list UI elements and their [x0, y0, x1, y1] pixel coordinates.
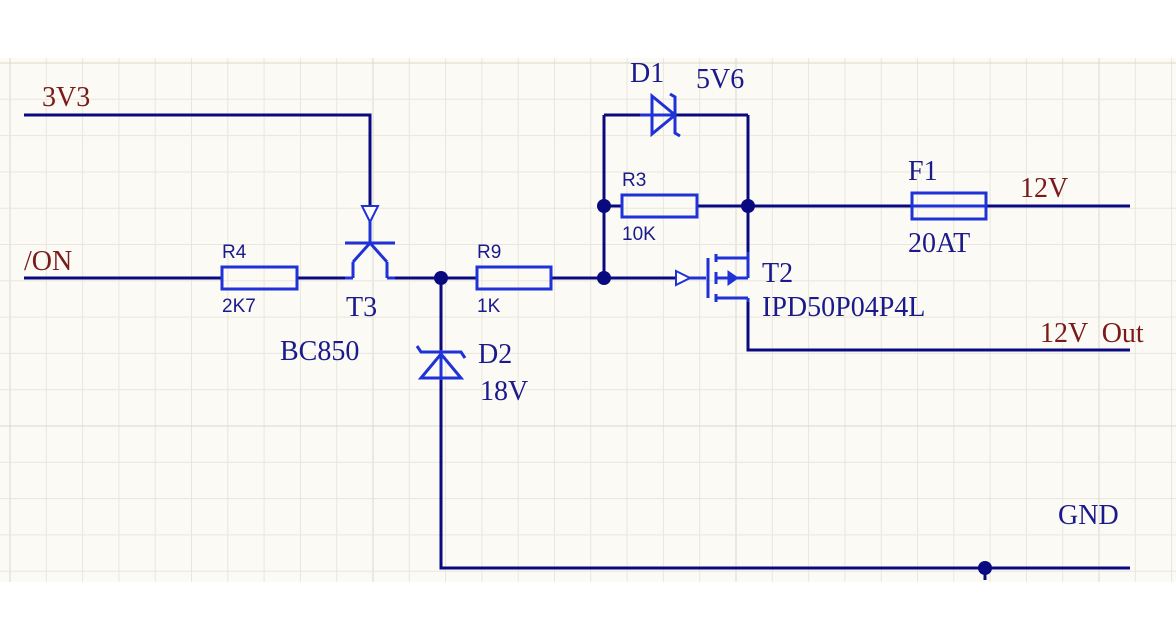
value-r3: 10K	[622, 224, 656, 245]
junctions	[434, 199, 992, 575]
value-f1: 20AT	[908, 228, 970, 259]
transistor-t3	[345, 205, 395, 280]
junction	[741, 199, 755, 213]
designator-t2: T2	[762, 258, 793, 289]
designator-f1: F1	[908, 156, 938, 187]
value-d1: 5V6	[696, 64, 744, 95]
designator-r4: R4	[222, 242, 247, 263]
value-t3: BC850	[280, 336, 359, 367]
designator-r3: R3	[622, 170, 646, 191]
junction	[597, 271, 611, 285]
net-label-3v3: 3V3	[42, 82, 90, 113]
net-label-on: /ON	[24, 246, 72, 277]
sheet-background	[0, 58, 1176, 582]
designator-t3: T3	[346, 292, 377, 323]
resistor-r4	[220, 265, 299, 291]
grid	[0, 58, 1176, 582]
value-r4: 2K7	[222, 296, 256, 317]
net-label-gnd: GND	[1058, 500, 1119, 531]
value-t2: IPD50P04P4L	[762, 292, 925, 323]
value-r9: 1K	[477, 296, 501, 317]
resistor-r9	[475, 265, 553, 291]
designator-d2: D2	[478, 339, 512, 370]
wire-d2-gnd	[439, 380, 1130, 570]
net-label-12v: 12V	[1020, 173, 1068, 204]
designator-d1: D1	[630, 58, 664, 89]
mosfet-t2	[675, 252, 750, 302]
designator-r9: R9	[477, 242, 501, 263]
wire-12v-out	[746, 302, 1130, 352]
zener-d1	[640, 92, 681, 138]
net-label-12v-out: 12V Out	[1040, 318, 1144, 349]
resistor-r3	[620, 193, 699, 219]
zener-d2	[415, 345, 467, 380]
value-d2: 18V	[480, 376, 528, 407]
junction	[434, 271, 448, 285]
junction	[978, 561, 992, 575]
junction	[597, 199, 611, 213]
wire-3v3	[24, 113, 372, 205]
fuse-f1	[910, 191, 988, 221]
